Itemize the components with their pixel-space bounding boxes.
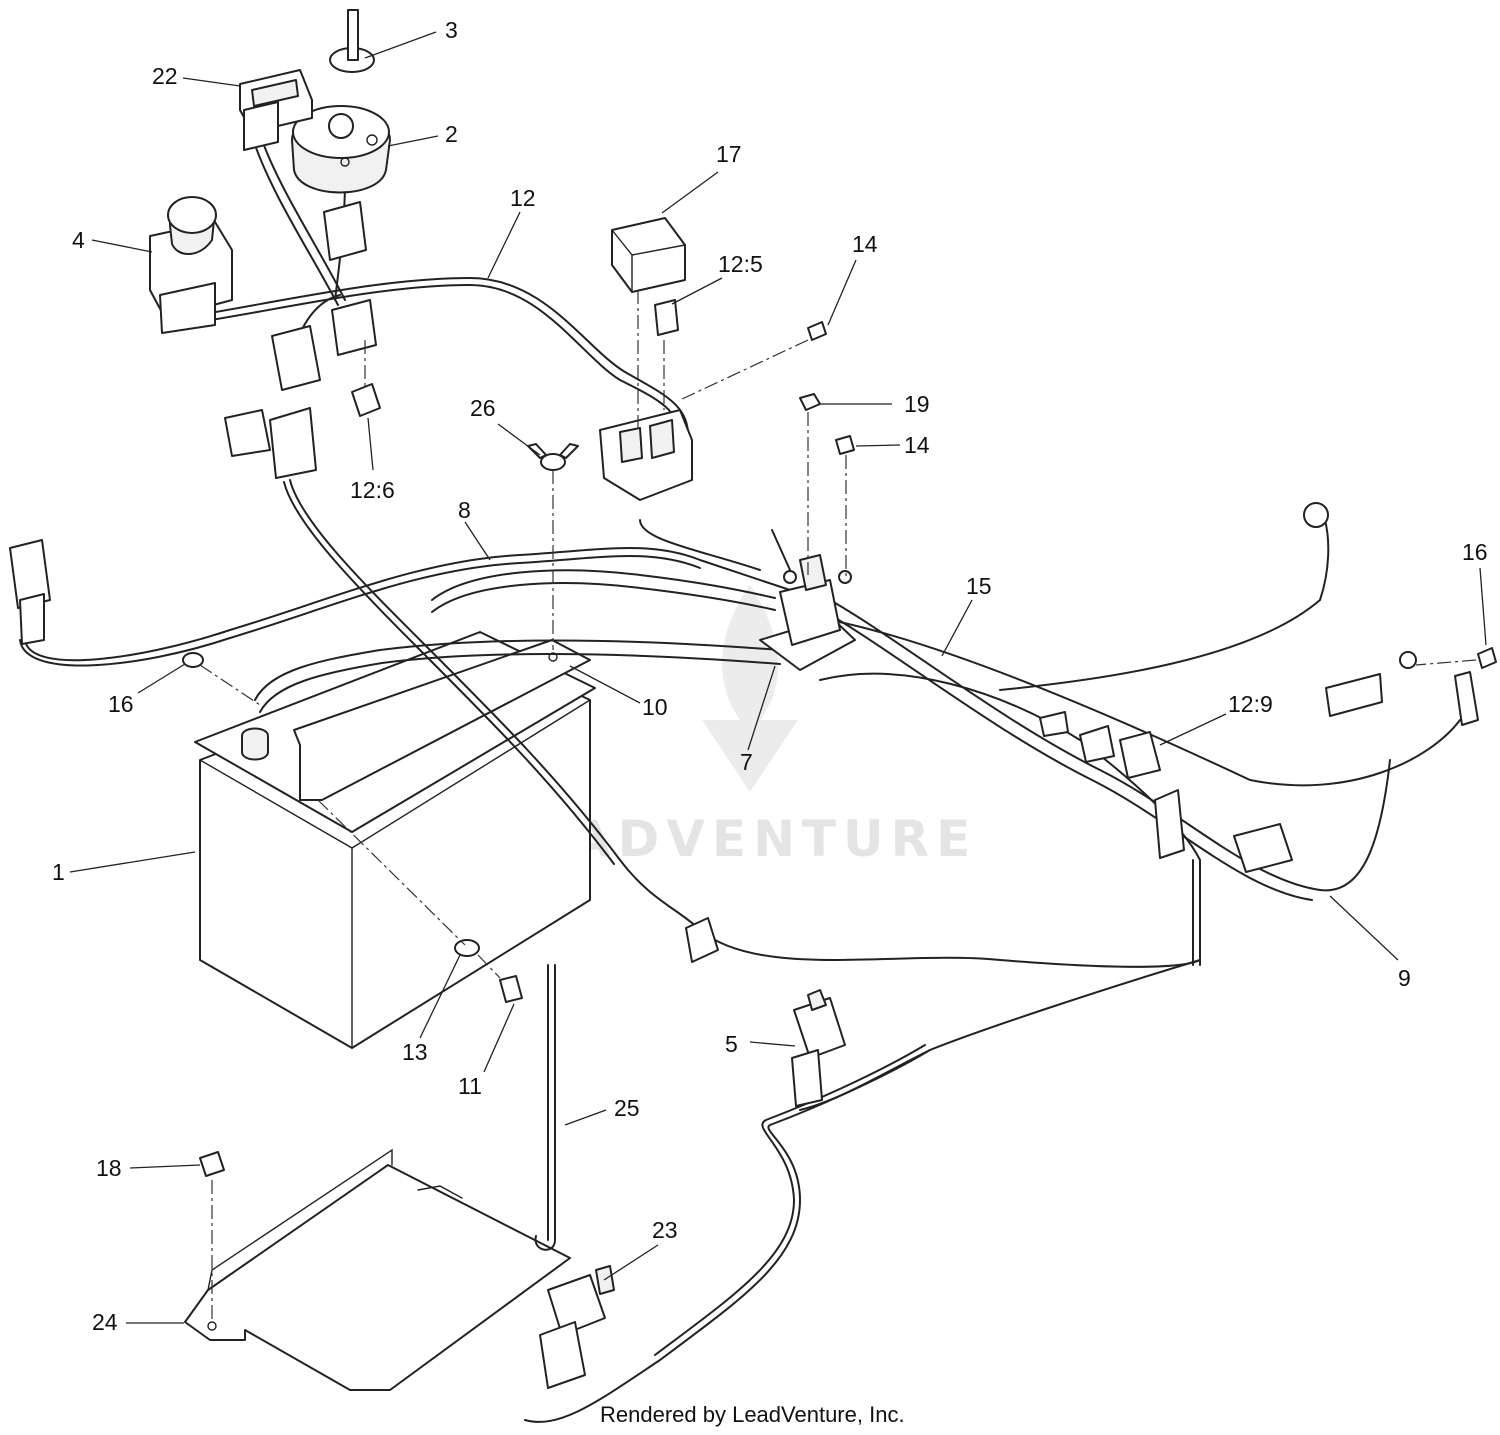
callout-2: 2 <box>445 121 458 147</box>
callout-26: 26 <box>470 395 496 421</box>
ring-terminal <box>1303 502 1329 528</box>
lower-harness <box>524 1044 931 1423</box>
callout-16b: 16 <box>1462 539 1488 565</box>
bolt-18 <box>199 1151 225 1177</box>
callout-13: 13 <box>402 1039 428 1065</box>
connector-12-9 <box>1119 731 1161 779</box>
wire-harness-8 <box>19 519 791 667</box>
connector-6pin <box>1233 823 1293 873</box>
washer-13 <box>454 939 480 957</box>
callout-5: 5 <box>725 1031 738 1057</box>
callout-10: 10 <box>642 694 668 720</box>
callout-12-9: 12:9 <box>1228 691 1273 717</box>
bolt-14b <box>835 435 855 455</box>
centerlines <box>199 290 1477 1320</box>
leader-lines <box>69 31 1487 1324</box>
callout-17: 17 <box>716 141 742 167</box>
callout-18: 18 <box>96 1155 122 1181</box>
nut-19 <box>799 393 821 411</box>
switch-23 <box>539 1265 615 1389</box>
hour-meter <box>239 69 313 151</box>
ignition-key <box>329 9 375 73</box>
callout-1: 1 <box>52 859 65 885</box>
starter-solenoid <box>759 529 856 671</box>
callout-9: 9 <box>1398 965 1411 991</box>
callout-19: 19 <box>904 391 930 417</box>
nut-16b <box>1477 647 1497 669</box>
callout-16a: 16 <box>108 691 134 717</box>
callout-12-5: 12:5 <box>718 251 763 277</box>
wing-nut <box>527 443 579 471</box>
callout-24: 24 <box>92 1309 118 1335</box>
callout-22: 22 <box>152 63 178 89</box>
render-credit: Rendered by LeadVenture, Inc. <box>600 1402 905 1427</box>
bolt-11 <box>499 975 523 1003</box>
fuse-relay-block <box>599 409 693 501</box>
callout-8: 8 <box>458 497 471 523</box>
callout-11: 11 <box>458 1073 482 1099</box>
fuse-12-5 <box>654 299 679 336</box>
callout-14b: 14 <box>904 432 930 458</box>
callout-12: 12 <box>510 185 536 211</box>
clip-12-6 <box>351 383 381 417</box>
callout-23: 23 <box>652 1217 678 1243</box>
callout-3: 3 <box>445 17 458 43</box>
callout-14a: 14 <box>852 231 878 257</box>
ring-terminal-2 <box>1399 651 1417 669</box>
callout-4: 4 <box>72 227 85 253</box>
callout-25: 25 <box>614 1095 640 1121</box>
right-side-components <box>1039 671 1479 873</box>
safety-switch-5 <box>791 989 846 1107</box>
positive-cable <box>431 569 776 613</box>
pto-switch <box>149 196 233 334</box>
relay <box>611 217 686 293</box>
seat-switch-lead <box>283 479 1201 968</box>
bolt-14a <box>807 321 827 341</box>
washer-16a <box>182 652 204 668</box>
battery-rod <box>534 964 556 1251</box>
callout-7: 7 <box>740 749 753 775</box>
callout-12-6: 12:6 <box>350 477 395 503</box>
callout-labels: 1 2 3 4 5 7 8 9 10 11 12 12:5 12:6 12:9 … <box>52 17 1488 1335</box>
fasteners <box>182 321 1497 1177</box>
battery-tray <box>184 1148 571 1391</box>
main-harness <box>179 139 690 441</box>
ignition-switch <box>291 105 391 194</box>
callout-15: 15 <box>966 573 992 599</box>
